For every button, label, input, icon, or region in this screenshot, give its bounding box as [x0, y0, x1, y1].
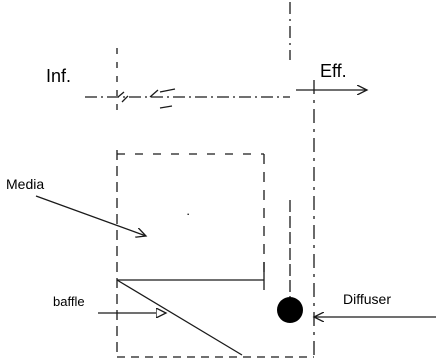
- media-mark: ·: [186, 206, 190, 221]
- reactor-tank: [116, 2, 315, 358]
- effluent-line: Eff.: [296, 61, 367, 90]
- baffle: baffle: [53, 262, 265, 356]
- diffuser-icon: [277, 297, 303, 323]
- water-level: [85, 88, 290, 109]
- influent-label: Inf.: [46, 66, 71, 86]
- diffuser-label: Diffuser: [343, 291, 391, 307]
- baffle-label: baffle: [53, 294, 85, 309]
- effluent-label: Eff.: [320, 61, 347, 81]
- media-zone: Media ·: [6, 153, 265, 278]
- media-label: Media: [6, 176, 44, 192]
- water-surface-squiggle: [117, 88, 176, 109]
- diffuser: Diffuser: [277, 200, 436, 323]
- influent-line: Inf.: [46, 66, 71, 86]
- media-pointer: [35, 195, 146, 236]
- baffle-diagonal: [116, 279, 243, 356]
